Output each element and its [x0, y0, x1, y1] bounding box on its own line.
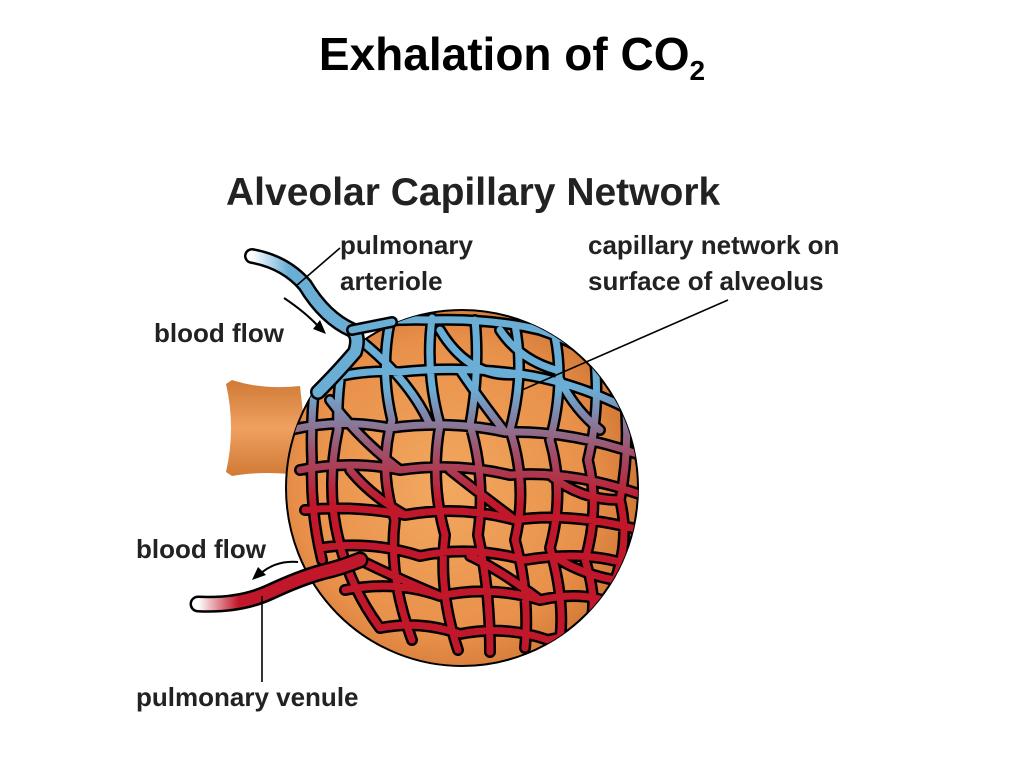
arteriole-leader-line	[295, 247, 341, 287]
pulmonary-arteriole	[244, 248, 398, 400]
flow-arrow-in	[283, 297, 326, 334]
capillary-leader-line	[521, 299, 729, 391]
capillary-network-label-line2: surface of alveolus	[588, 266, 824, 296]
slide-title-subscript: 2	[689, 55, 706, 86]
pulmonary-arteriole-label-line2: arteriole	[340, 266, 443, 296]
capillary-network-label-line1: capillary network on	[588, 230, 840, 260]
pulmonary-venule-label: pulmonary venule	[136, 682, 359, 712]
diagram-title: Alveolar Capillary Network	[226, 171, 721, 214]
leader-lines	[261, 247, 729, 682]
slide-title: Exhalation of CO2	[0, 24, 1024, 86]
pulmonary-arteriole-label-line1: pulmonary	[340, 230, 473, 260]
flow-arrow-out	[252, 560, 299, 580]
blood-flow-out-label: blood flow	[136, 534, 266, 564]
blood-flow-in-label: blood flow	[154, 318, 284, 348]
pulmonary-venule	[189, 551, 369, 613]
slide-title-text: Exhalation of CO	[318, 28, 690, 80]
